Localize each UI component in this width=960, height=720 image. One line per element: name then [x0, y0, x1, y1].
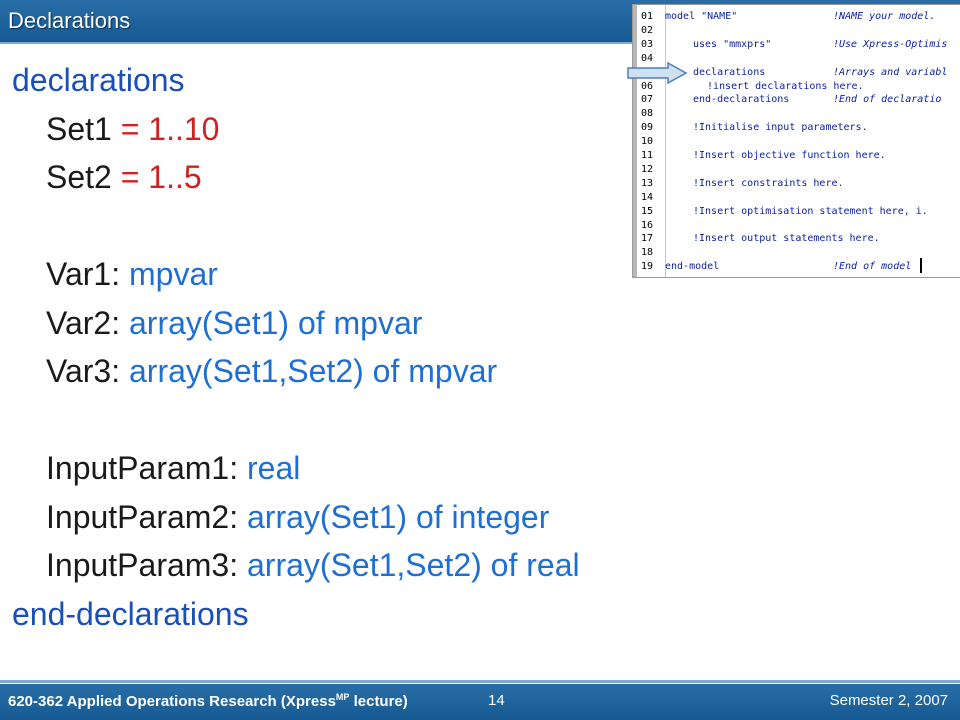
editor-line: 06 !insert declarations here. [641, 81, 960, 95]
code-blank-line [12, 396, 580, 445]
editor-line: 03 uses "mmxprs" !Use Xpress-Optimis [641, 39, 960, 53]
editor-line-number: 16 [641, 219, 654, 231]
editor-line-number: 12 [641, 163, 654, 175]
editor-code-text: !Insert output statements here. [693, 233, 880, 245]
editor-line-number: 03 [641, 38, 654, 50]
footer-divider [0, 680, 960, 683]
editor-line: 04 [641, 53, 960, 67]
editor-line-number: 02 [641, 24, 654, 36]
editor-line: 16 [641, 220, 960, 234]
editor-comment: !Use Xpress-Optimis [833, 38, 948, 50]
editor-line: 05declarations!Arrays and variabl [641, 67, 960, 81]
editor-line: 15 !Insert optimisation statement here, i… [641, 206, 960, 220]
editor-code-text: !Insert constraints here. [693, 177, 844, 189]
editor-code-text: end-declarations [693, 94, 790, 106]
editor-line-number: 19 [641, 261, 654, 273]
editor-line: 19 end-model !End of model [641, 261, 960, 275]
code-value: array(Set1) of integer [247, 498, 550, 535]
editor-line-number: 11 [641, 150, 654, 161]
editor-left-margin [633, 5, 637, 277]
header-divider [0, 42, 960, 44]
code-blank-line [12, 202, 580, 251]
code-value: array(Set1) of mpvar [129, 304, 423, 341]
text-caret [920, 258, 922, 273]
code-line: InputParam1: real [12, 444, 580, 493]
code-keyword: declarations [12, 62, 185, 98]
code-value: array(Set1,Set2) of mpvar [129, 353, 498, 389]
code-line: Var1: mpvar [12, 250, 580, 299]
code-line: Set2 = 1..5 [12, 153, 580, 202]
editor-code-text: declarations [693, 66, 766, 78]
editor-line-number: 14 [641, 191, 654, 203]
code-identifier: Var1: [46, 256, 121, 292]
code-line: end-declarations [12, 590, 580, 639]
footer-course-suffix: lecture) [349, 693, 408, 710]
code-identifier: Var3: [46, 353, 121, 389]
footer-bar [0, 684, 960, 720]
slide-section-title: Declarations [8, 8, 131, 33]
editor-line: 07 end-declarations !End of declaratio [641, 94, 960, 108]
editor-code-text: uses "mmxprs" [693, 38, 772, 50]
code-line: declarations [12, 56, 580, 105]
editor-line-number: 06 [641, 80, 654, 92]
editor-line-number: 04 [641, 52, 654, 64]
editor-line: 10 [641, 136, 960, 150]
editor-line: 08 [641, 108, 960, 122]
code-identifier: Set2 [46, 159, 112, 195]
footer-course-superscript: MP [335, 692, 350, 702]
code-value: array(Set1,Set2) of real [247, 547, 580, 583]
editor-code-text: !Insert objective function here. [693, 150, 886, 161]
editor-line: 09 !Initialise input parameters. [641, 122, 960, 136]
editor-code-text: model "NAME" [665, 11, 738, 22]
code-line: InputParam2: array(Set1) of integer [12, 493, 580, 542]
editor-code-text: end-model [665, 261, 720, 273]
code-line: Var3: array(Set1,Set2) of mpvar [12, 347, 580, 396]
editor-line-number: 09 [641, 122, 654, 134]
editor-line-number: 07 [641, 94, 654, 106]
code-keyword: end-declarations [12, 595, 249, 632]
editor-line: 18 [641, 247, 960, 261]
editor-line: 12 [641, 164, 960, 178]
editor-line-number: 18 [641, 247, 654, 259]
footer-page-number: 14 [488, 692, 505, 709]
editor-line: 13 !Insert constraints here. [641, 178, 960, 192]
editor-comment: !NAME your model. [833, 11, 936, 22]
editor-comment: !Arrays and variabl [833, 66, 948, 78]
editor-line-number: 13 [641, 177, 654, 189]
editor-gutter-divider [665, 5, 666, 277]
editor-code-text: !Insert optimisation statement here, i. [693, 205, 928, 217]
code-identifier: Set1 [46, 110, 112, 147]
code-line: Var2: array(Set1) of mpvar [12, 299, 580, 348]
editor-code-text: !insert declarations here. [707, 80, 864, 92]
code-value: real [247, 450, 301, 486]
editor-line: 11 !Insert objective function here. [641, 150, 960, 164]
editor-line-number: 08 [641, 108, 654, 120]
editor-line: 14 [641, 192, 960, 206]
editor-comment: !End of model [833, 261, 912, 273]
footer-course-prefix: 620-362 Applied Operations Research (Xpr… [8, 693, 336, 710]
editor-line: 01 model "NAME" !NAME your model. [641, 11, 960, 25]
code-value: mpvar [129, 256, 218, 292]
code-identifier: InputParam3: [46, 547, 239, 583]
editor-line: 02 [641, 25, 960, 39]
code-value: = 1..5 [120, 159, 202, 195]
code-identifier: InputParam1: [46, 450, 239, 486]
code-value: = 1..10 [120, 110, 220, 147]
editor-comment: !End of declaratio [833, 94, 942, 106]
footer-course-title: 620-362 Applied Operations Research (Xpr… [8, 692, 408, 710]
footer-semester: Semester 2, 2007 [829, 692, 948, 709]
code-editor-screenshot: 01 model "NAME" !NAME your model. 02 03 uses … [632, 4, 960, 278]
editor-line-number: 15 [641, 205, 654, 217]
editor-line: 17 !Insert output statements here. [641, 233, 960, 247]
code-identifier: Var2: [46, 304, 121, 341]
code-line: Set1 = 1..10 [12, 105, 580, 154]
editor-code-text: !Initialise input parameters. [693, 122, 868, 134]
editor-line-number: 17 [641, 233, 654, 245]
pointer-arrow-icon [627, 62, 688, 84]
code-line: InputParam3: array(Set1,Set2) of real [12, 541, 580, 590]
editor-line-number: 10 [641, 136, 654, 148]
editor-line-number: 01 [641, 11, 654, 22]
code-identifier: InputParam2: [46, 498, 239, 535]
